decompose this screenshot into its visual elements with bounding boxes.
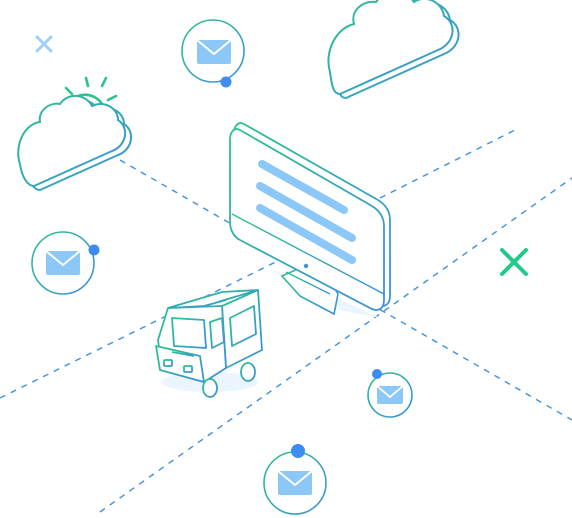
cloud-icon [327, 0, 460, 100]
close-x-icon [35, 35, 53, 53]
delivery-truck-icon [155, 289, 263, 398]
dashed-line-3 [379, 129, 516, 199]
envelope-icon [45, 250, 81, 275]
envelope-icon [376, 385, 404, 404]
notification-dot [88, 244, 100, 256]
dashed-network-lines [0, 129, 572, 513]
mail-badge [181, 19, 245, 88]
dashed-line-4 [99, 177, 572, 513]
monitor-icon [229, 122, 391, 318]
dashed-line-2 [0, 249, 301, 399]
notification-dot [291, 444, 305, 458]
dashed-line-1 [119, 159, 572, 421]
screen-text-lines [256, 160, 356, 264]
cloud-icon [17, 95, 133, 192]
close-x-icon [500, 248, 528, 276]
mail-badge [367, 369, 413, 418]
notification-dot [372, 369, 382, 379]
mail-badge [31, 231, 100, 295]
envelope-icon [277, 470, 313, 495]
notification-dot [220, 76, 232, 88]
mail-badge [263, 444, 327, 515]
envelope-icon [196, 39, 232, 64]
